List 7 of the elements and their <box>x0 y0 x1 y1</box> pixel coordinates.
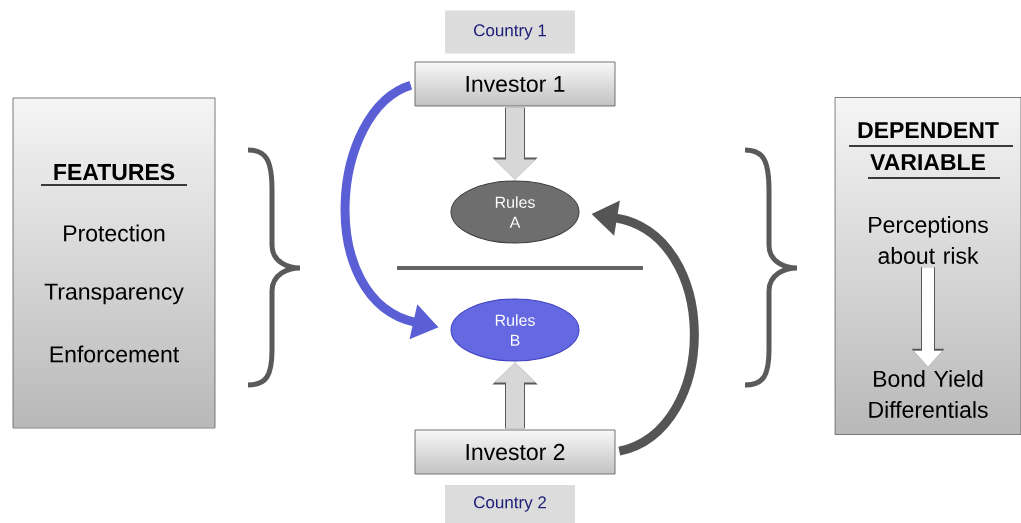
panel-text: Bond Yield Differentials <box>869 370 988 418</box>
country-label: Country 2 <box>445 485 575 523</box>
features-panel: FEATURES Protection Transparency Enforcement <box>12 97 216 429</box>
investor-box: Investor 2 <box>414 429 616 475</box>
country-label: Country 1 <box>445 10 575 54</box>
investor-box: Investor 1 <box>414 61 616 107</box>
panel-text: Perceptions about risk <box>869 216 988 264</box>
